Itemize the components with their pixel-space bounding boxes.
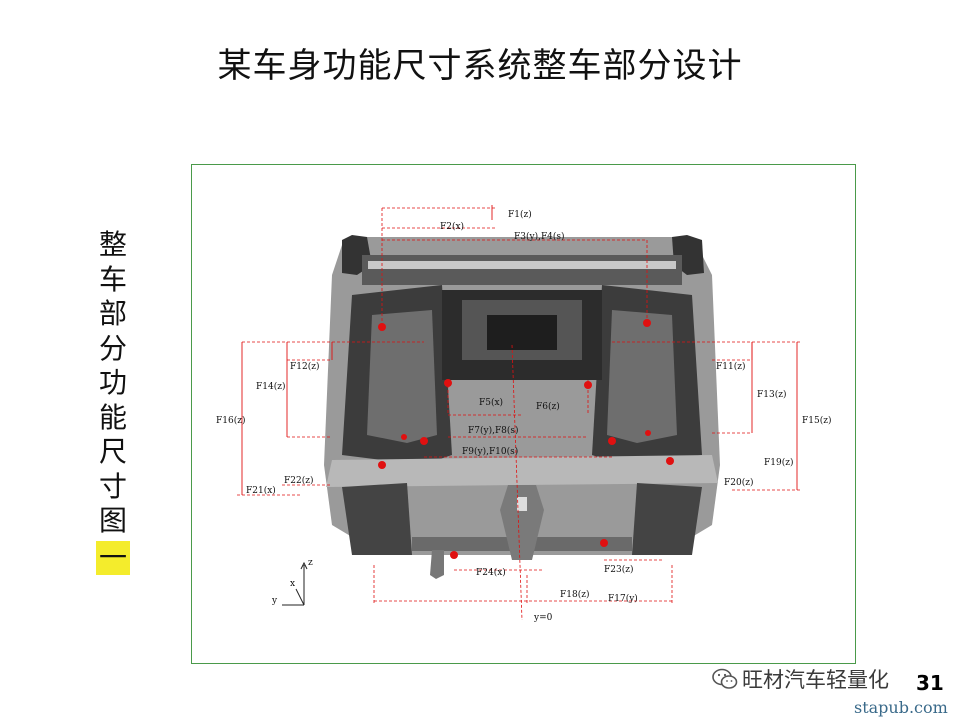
side-label-char: 能 <box>98 400 127 434</box>
dim-label-f12: F12(z) <box>290 361 319 372</box>
dimension-lines <box>237 207 802 621</box>
dim-label-f24: F24(x) <box>476 567 506 578</box>
car-body-structure <box>324 235 720 579</box>
dim-label-f16: F16(z) <box>216 415 245 426</box>
dim-label-f11: F11(z) <box>716 361 745 372</box>
dimension-arrows <box>241 205 798 495</box>
page-title: 某车身功能尺寸系统整车部分设计 <box>217 46 743 86</box>
dim-label-f3: F3(y),F4(s) <box>514 231 565 242</box>
dim-label-f2: F2(x) <box>440 221 464 232</box>
site-watermark: stapub.com <box>854 698 948 717</box>
dim-label-f1: F1(z) <box>508 209 532 220</box>
side-label-char: 图 <box>98 504 127 537</box>
dim-label-f14: F14(z) <box>256 381 285 392</box>
dim-label-y0: y=0 <box>533 613 553 623</box>
dim-label-f17: F17(y) <box>608 593 638 604</box>
side-label-char: 功 <box>98 366 127 399</box>
dim-label-f18: F18(z) <box>560 589 589 600</box>
dim-label-f23: F23(z) <box>604 564 633 575</box>
dim-label-f20: F20(z) <box>724 477 753 488</box>
axis-label-y: y <box>271 596 278 606</box>
side-label-char: 部 <box>98 297 127 330</box>
dim-label-f7: F7(y),F8(s) <box>468 425 519 436</box>
car-body-diagram: F1(z) F2(x) F3(y),F4(s) F5(x) F6(z) F7(y… <box>216 205 831 623</box>
dim-label-f15: F15(z) <box>802 415 831 426</box>
side-label-char: 整 <box>98 228 127 261</box>
dim-label-f9: F9(y),F10(s) <box>462 446 518 457</box>
page-number: 31 <box>916 671 944 695</box>
side-vertical-label: 整 车 部 分 功 能 尺 寸 图 一 <box>96 228 130 575</box>
dim-label-f6: F6(z) <box>536 401 560 412</box>
dim-label-f13: F13(z) <box>757 389 786 400</box>
side-label-char: 分 <box>98 331 127 365</box>
axis-label-x: x <box>290 579 295 589</box>
side-label-char: 尺 <box>98 435 127 468</box>
dim-label-f5: F5(x) <box>479 397 503 408</box>
wechat-icon <box>712 668 738 689</box>
side-label-char: 车 <box>98 262 127 296</box>
axis-label-z: z <box>308 558 313 568</box>
coordinate-axes-icon <box>282 561 308 606</box>
dim-label-f22: F22(z) <box>284 475 313 486</box>
car-body-figure: F1(z) F2(x) F3(y),F4(s) F5(x) F6(z) F7(y… <box>191 164 856 664</box>
side-label-char-highlighted: 一 <box>96 540 130 575</box>
watermark: 旺材汽车轻量化 <box>712 664 889 694</box>
watermark-text: 旺材汽车轻量化 <box>742 668 889 692</box>
dim-label-f19: F19(z) <box>764 457 793 468</box>
side-label-char: 寸 <box>98 469 127 503</box>
dim-label-f21: F21(x) <box>246 485 276 496</box>
